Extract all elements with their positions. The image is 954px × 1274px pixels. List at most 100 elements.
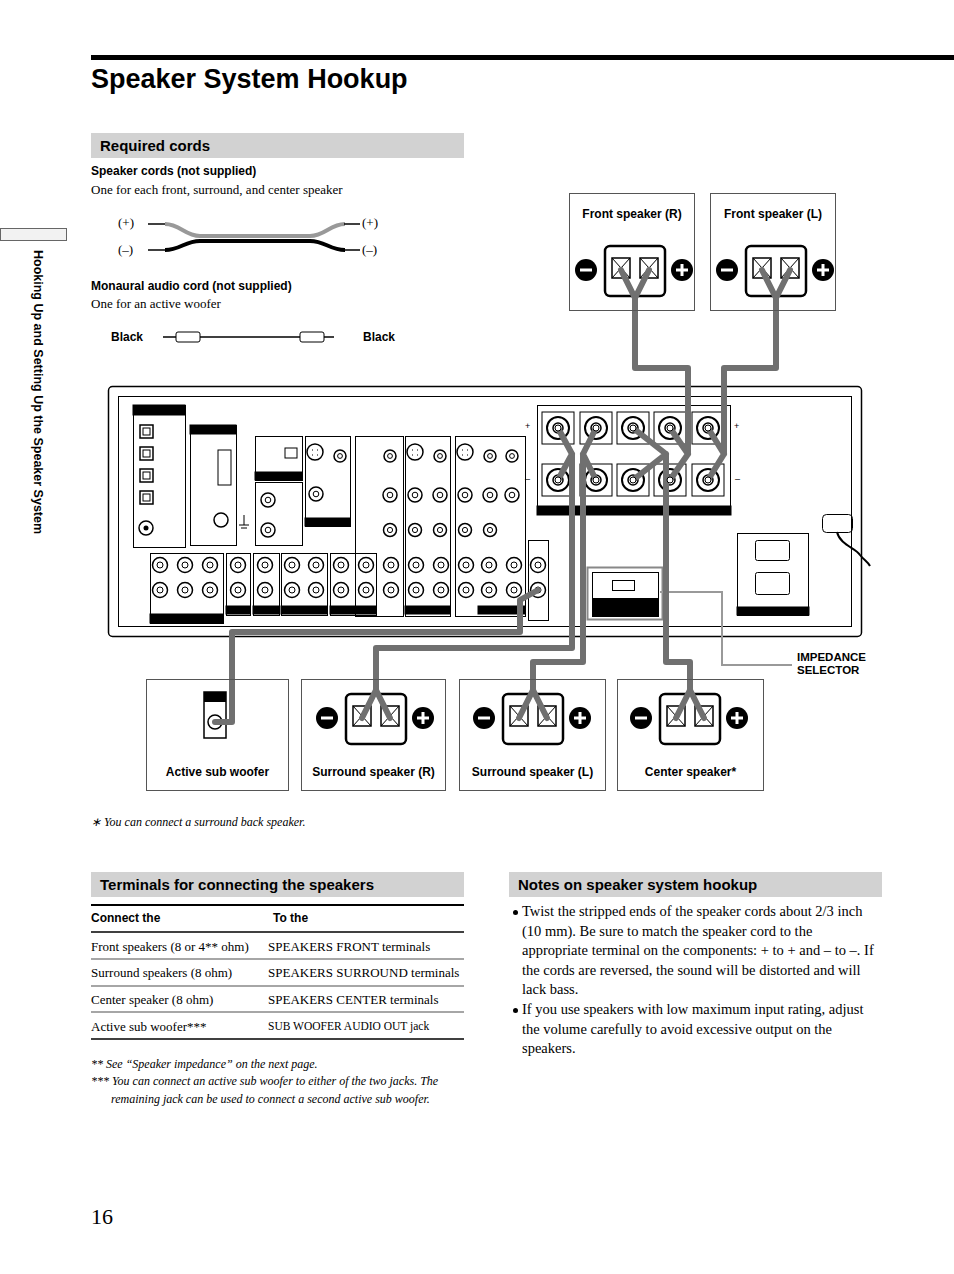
table-cell: SPEAKERS CENTER terminals xyxy=(268,992,438,1008)
sub-woofer-jack xyxy=(204,692,226,738)
rca-jack xyxy=(359,583,374,598)
plus-symbol xyxy=(569,707,591,729)
speaker-wire xyxy=(362,428,572,718)
terminal-screw xyxy=(667,477,673,483)
minus-symbol xyxy=(635,717,647,720)
speaker-terminal xyxy=(547,417,569,439)
terminal-screw xyxy=(630,425,636,431)
terminal-screw xyxy=(555,425,561,431)
s-video-jack xyxy=(407,444,423,460)
optical-jack xyxy=(143,450,150,457)
rca-jack xyxy=(265,527,271,533)
speaker-wire xyxy=(633,428,704,718)
speaker-label: Active sub woofer xyxy=(150,765,285,779)
terminal-screw xyxy=(630,477,636,483)
table-cell: SPEAKERS SURROUND terminals xyxy=(268,965,459,981)
speaker-terminal xyxy=(585,417,607,439)
rca-jack xyxy=(258,558,273,573)
plus-symbol xyxy=(671,259,693,281)
speaker-terminal-block xyxy=(746,246,806,296)
optical-jack xyxy=(143,494,150,501)
terminal-polarity: – xyxy=(735,474,740,484)
table-cell: SUB WOOFER AUDIO OUT jack xyxy=(268,1020,429,1032)
s-video-jack xyxy=(312,450,318,455)
speaker-wire xyxy=(519,428,596,718)
rca-jack xyxy=(157,587,163,593)
rca-jack xyxy=(153,558,168,573)
rca-jack xyxy=(434,583,449,598)
rca-jack xyxy=(484,524,497,537)
optical-jack xyxy=(143,428,150,435)
rca-jack xyxy=(463,562,469,568)
speaker-box: Surround speaker (R) xyxy=(301,679,446,791)
terminal-polarity: + xyxy=(525,421,530,431)
rca-jack xyxy=(531,558,546,573)
table-header: Connect the xyxy=(91,911,160,925)
speaker-terminal xyxy=(580,412,612,444)
rca-jack xyxy=(413,562,419,568)
rca-jack xyxy=(486,562,492,568)
section-heading-band: Terminals for connecting the speakers xyxy=(91,872,464,897)
optical-jack xyxy=(143,472,150,479)
antenna-jack xyxy=(144,526,149,531)
rca-jack xyxy=(488,454,493,459)
rca-jack xyxy=(384,524,397,537)
speaker-box: Front speaker (R) xyxy=(569,193,695,311)
table-cell: Front speakers (8 or 4** ohm) xyxy=(91,939,249,955)
speaker-terminal xyxy=(692,464,724,496)
rca-jack xyxy=(434,524,447,537)
rca-jack xyxy=(387,527,392,532)
page-title: Speaker System Hookup xyxy=(91,64,408,95)
rca-jack xyxy=(338,587,344,593)
speaker-box: Surround speaker (L) xyxy=(459,679,606,791)
rca-jack xyxy=(434,558,449,573)
speaker-terminal xyxy=(542,412,574,444)
speaker-label: Front speaker (R) xyxy=(573,207,691,221)
rca-jack xyxy=(258,583,273,598)
rca-jack xyxy=(507,583,522,598)
cord-heading: Monaural audio cord (not supplied) xyxy=(91,279,292,293)
plus-symbol xyxy=(412,707,434,729)
rca-jack xyxy=(487,492,493,498)
rca-jack xyxy=(412,527,417,532)
table-cell: Center speaker (8 ohm) xyxy=(91,992,213,1008)
plus-symbol xyxy=(422,712,425,724)
am-terminal xyxy=(218,450,231,485)
rca-jack xyxy=(178,558,193,573)
ground-symbol xyxy=(239,515,249,528)
rca-jack xyxy=(153,583,168,598)
minus-symbol xyxy=(316,707,338,729)
rca-jack xyxy=(313,587,319,593)
rca-jack xyxy=(338,454,343,459)
rca-jack xyxy=(309,558,324,573)
speaker-terminal xyxy=(585,469,607,491)
speaker-box: Front speaker (L) xyxy=(710,193,836,311)
rca-jack xyxy=(408,488,422,502)
plus-symbol xyxy=(812,259,834,281)
rca-jack xyxy=(203,583,218,598)
rca-jack xyxy=(203,558,218,573)
receiver-rear-panel xyxy=(109,387,871,637)
rca-jack xyxy=(334,583,349,598)
rca-jack xyxy=(505,488,519,502)
rca-jack xyxy=(482,558,497,573)
polarity-mark: (–) xyxy=(118,242,133,258)
minus-symbol xyxy=(716,259,738,281)
speaker-box: Center speaker* xyxy=(617,679,764,791)
rca-jack xyxy=(388,587,394,593)
rca-jack xyxy=(484,450,496,462)
terminal-screw xyxy=(593,425,599,431)
rca-jack xyxy=(261,523,275,537)
rca-jack xyxy=(387,492,393,498)
rca-jack xyxy=(459,524,472,537)
plus-symbol xyxy=(726,707,748,729)
terminal-screw xyxy=(555,477,561,483)
rca-jack xyxy=(511,562,517,568)
rca-jack xyxy=(507,558,522,573)
plug-color: Black xyxy=(363,330,395,344)
speaker-label: Surround speaker (R) xyxy=(305,765,442,779)
plus-symbol xyxy=(736,712,739,724)
rca-jack xyxy=(309,583,324,598)
s-video-jack xyxy=(307,444,323,460)
rca-jack xyxy=(510,454,515,459)
